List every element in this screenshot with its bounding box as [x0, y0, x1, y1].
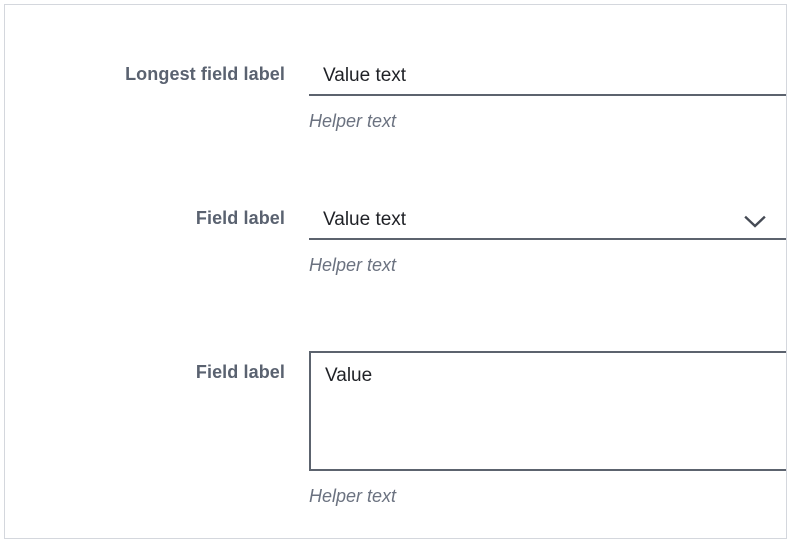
- field-layout-form: Longest field label Helper text Field la…: [5, 5, 786, 538]
- field-label-3: Field label: [195, 362, 285, 382]
- text-input-1[interactable]: [309, 63, 786, 96]
- field-control-1: Helper text: [309, 63, 786, 132]
- page-frame: Longest field label Helper text Field la…: [4, 4, 787, 539]
- field-label-1: Longest field label: [125, 64, 285, 84]
- field-control-3: Helper text: [309, 351, 786, 507]
- textarea-3[interactable]: [309, 351, 786, 471]
- select-input-2[interactable]: [309, 207, 786, 240]
- field-row-2: Field label Helper text: [47, 207, 786, 276]
- field-label-2: Field label: [195, 208, 285, 228]
- select-wrapper-2: [309, 207, 786, 240]
- helper-text-2: Helper text: [309, 255, 397, 275]
- field-row-1: Longest field label Helper text: [47, 63, 786, 132]
- field-row-3: Field label Helper text: [47, 351, 786, 507]
- helper-text-1: Helper text: [309, 111, 397, 131]
- field-control-2: Helper text: [309, 207, 786, 276]
- helper-text-3: Helper text: [309, 486, 397, 506]
